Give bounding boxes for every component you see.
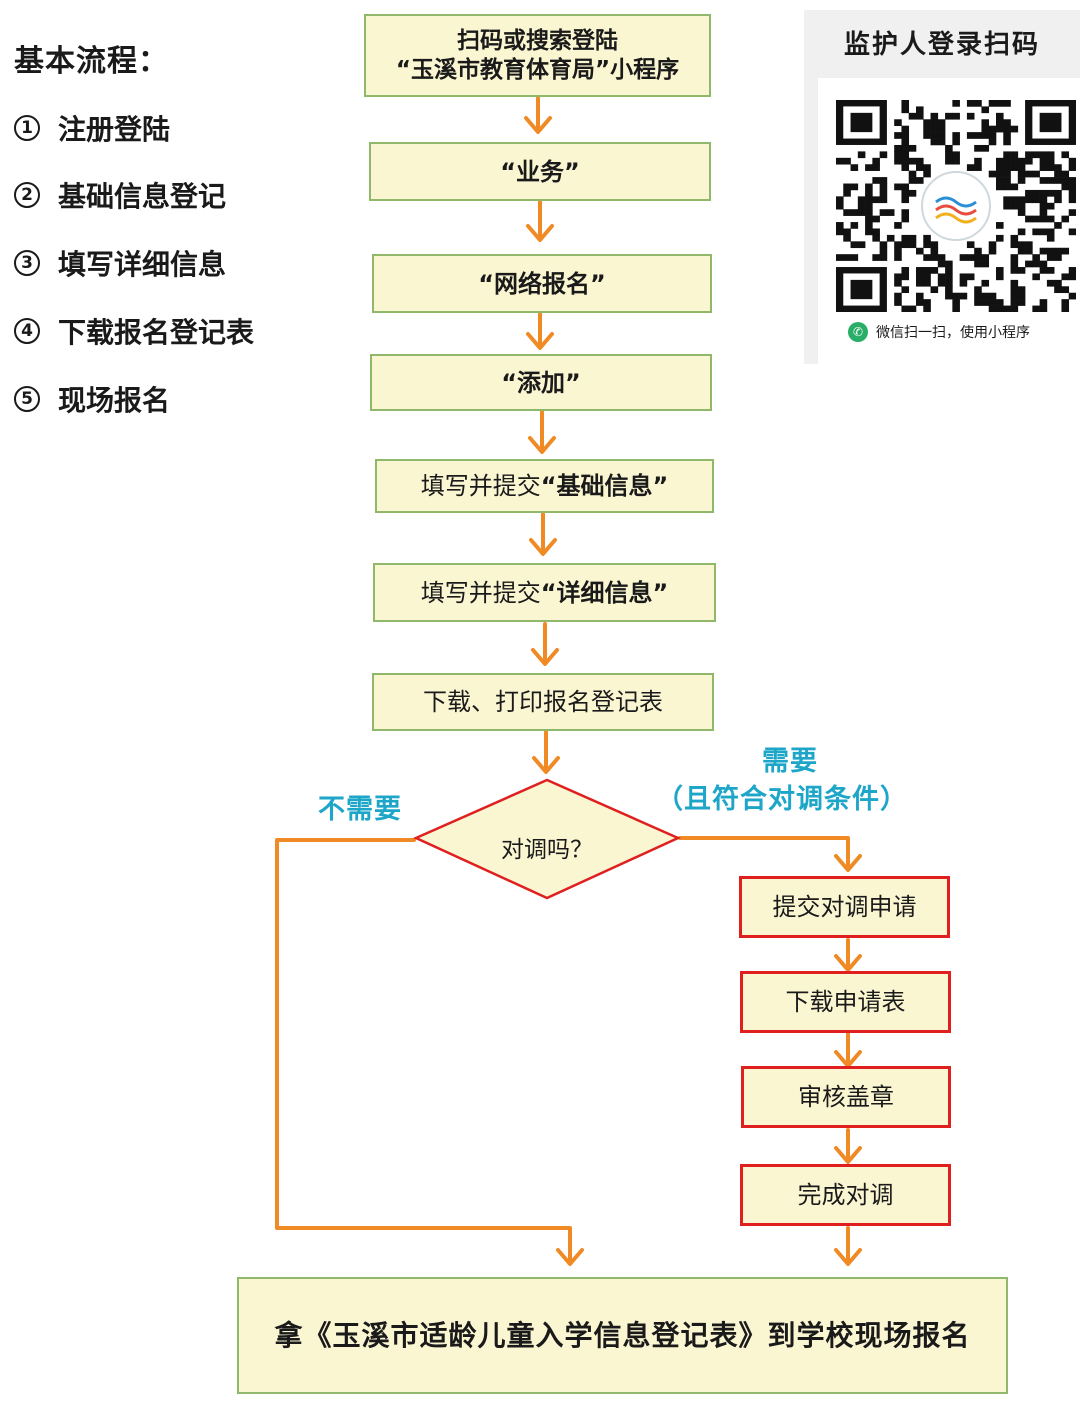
qr-footer: ✆ 微信扫一扫，使用小程序 (848, 322, 1030, 342)
flow-box-fill-basic: 填写并提交“基础信息” (375, 459, 714, 513)
flow-box-complete-swap: 完成对调 (740, 1164, 951, 1226)
wechat-icon: ✆ (848, 322, 868, 342)
flow-box-scan-line1: 扫码或搜索登陆 (457, 27, 618, 54)
flow-box-online-signup: “网络报名” (372, 254, 712, 313)
flow-box-scan-line2: “玉溪市教育体育局”小程序 (395, 56, 680, 83)
step-item: 4 下载报名登记表 (14, 311, 254, 351)
flow-box-fill-detail: 填写并提交“详细信息” (373, 563, 716, 622)
step-label: 基础信息登记 (58, 180, 227, 213)
step-label: 下载报名登记表 (58, 316, 255, 349)
step-item: 1 注册登陆 (14, 108, 170, 148)
step-item: 2 基础信息登记 (14, 175, 226, 215)
step-number-1: 1 (14, 115, 40, 141)
branch-label-no: 不需要 (318, 794, 402, 825)
step-number-3: 3 (14, 250, 40, 276)
flow-box-download-form: 下载申请表 (740, 971, 951, 1033)
flow-box-business: “业务” (369, 142, 711, 201)
flow-box-scan-login: 扫码或搜索登陆 “玉溪市教育体育局”小程序 (364, 14, 711, 97)
steps-title: 基本流程： (14, 44, 169, 79)
qr-code-icon[interactable] (836, 100, 1076, 312)
step-label: 现场报名 (58, 384, 171, 417)
step-number-2: 2 (14, 182, 40, 208)
branch-label-yes: 需要 (762, 746, 818, 777)
flow-box-add: “添加” (370, 354, 712, 411)
branch-label-condition: （且符合对调条件） (656, 784, 908, 815)
flow-box-fill-detail-prefix: 填写并提交 (420, 578, 541, 607)
qr-footer-text: 微信扫一扫，使用小程序 (876, 325, 1030, 341)
flow-box-fill-basic-em: “基础信息” (540, 472, 669, 500)
step-number-4: 4 (14, 318, 40, 344)
step-label: 填写详细信息 (58, 248, 227, 281)
qr-title: 监护人登录扫码 (843, 30, 1040, 60)
flow-box-submit-swap: 提交对调申请 (739, 876, 950, 938)
step-number-5: 5 (14, 386, 40, 412)
decision-diamond (412, 778, 682, 900)
qr-panel: 监护人登录扫码 ✆ 微信扫一扫，使用小程序 (804, 10, 1080, 364)
qr-card: ✆ 微信扫一扫，使用小程序 (818, 78, 1080, 364)
flow-box-review-stamp: 审核盖章 (741, 1066, 951, 1128)
flow-box-fill-basic-prefix: 填写并提交 (420, 472, 541, 500)
step-label: 注册登陆 (58, 113, 171, 146)
flow-box-download-print: 下载、打印报名登记表 (372, 673, 714, 731)
flow-box-fill-detail-em: “详细信息” (540, 578, 669, 607)
step-item: 5 现场报名 (14, 379, 170, 419)
flow-box-final: 拿《玉溪市适龄儿童入学信息登记表》到学校现场报名 (237, 1277, 1008, 1394)
decision-text: 对调吗？ (501, 837, 593, 863)
step-item: 3 填写详细信息 (14, 243, 226, 283)
